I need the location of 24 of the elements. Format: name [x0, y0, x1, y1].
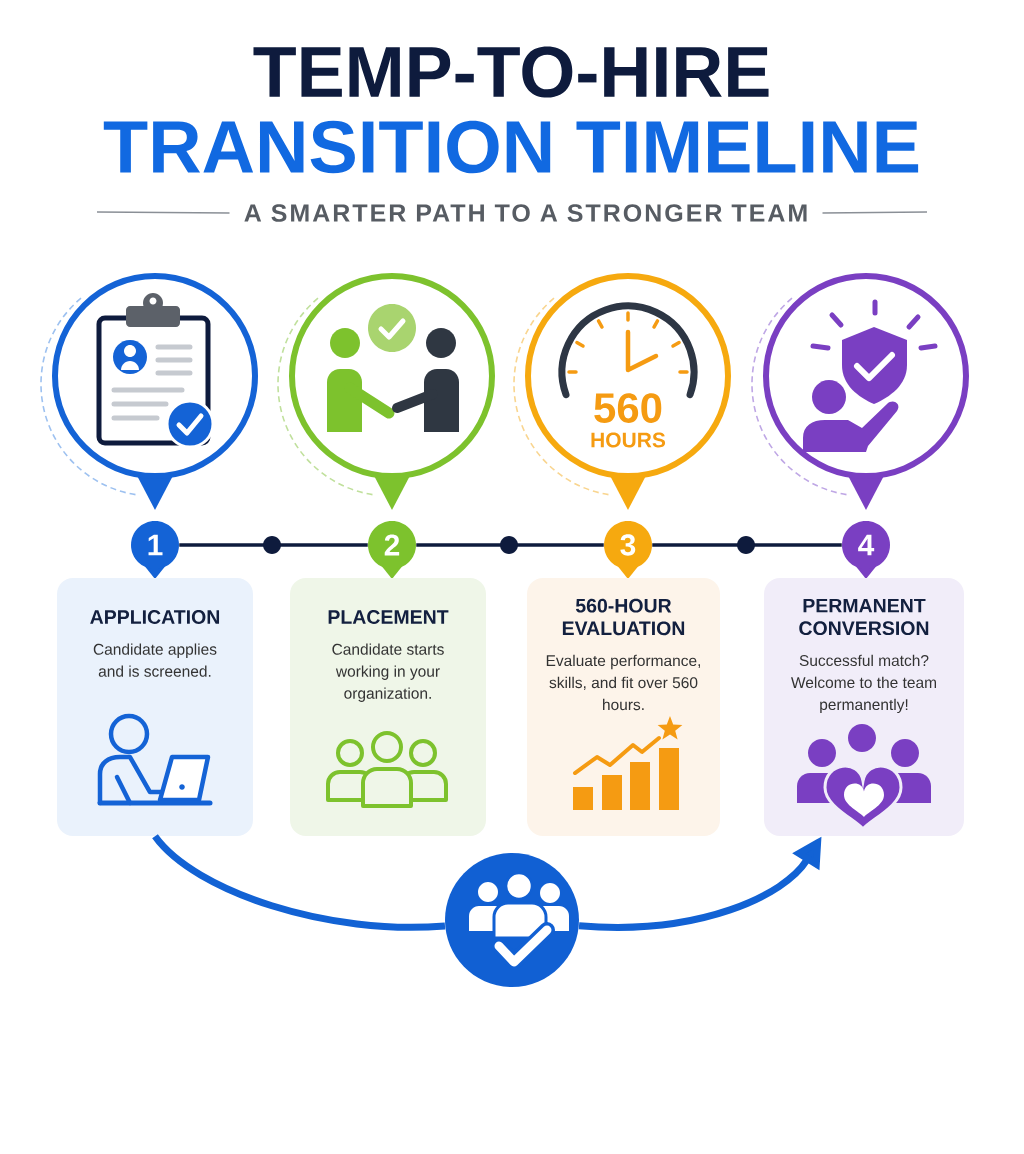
step-card: [527, 578, 720, 836]
card-title: PERMANENT CONVERSION: [799, 598, 929, 636]
card-text: Candidate applies and is screened.: [93, 643, 217, 677]
step-card: [57, 578, 253, 836]
card-title: APPLICATION: [90, 610, 220, 624]
number-pin: 3: [604, 521, 652, 579]
number-pin: 2: [368, 521, 416, 579]
timeline-line: [179, 543, 368, 547]
timeline-line: [652, 543, 842, 547]
number-pin: 4: [842, 521, 890, 579]
curved-line: [152, 833, 446, 931]
card-text: Successful match? Welcome to the team permanently!: [791, 654, 936, 714]
dial-value: 560: [594, 393, 662, 423]
title: TRANSITION TIMELINE: [103, 120, 919, 174]
timeline-line: [416, 543, 604, 547]
card-title: 560-HOUR EVALUATION: [562, 598, 685, 636]
subtitle: A SMARTER PATH TO A STRONGER TEAM: [244, 204, 807, 222]
card-title: PLACEMENT: [328, 610, 449, 624]
card-text: Candidate starts working in your organization.: [332, 643, 444, 702]
number-pin: 1: [131, 521, 179, 579]
title: TEMP-TO-HIRE: [253, 46, 769, 98]
dial-unit: HOURS: [591, 432, 666, 448]
pin-badge: [513, 273, 731, 510]
card-text: Evaluate performance, skills, and fit over 560 hours.: [546, 654, 700, 711]
